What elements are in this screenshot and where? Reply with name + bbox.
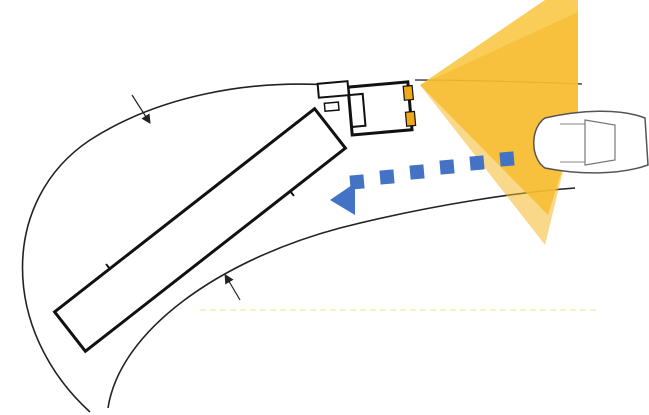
arrowhead-left-icon: [330, 183, 355, 215]
car-motion-arrow: [330, 151, 515, 215]
turn-path-outer: [21, 83, 331, 413]
dimension-arrow-top: [131, 94, 151, 125]
truck-trailer: [52, 106, 348, 354]
truck-cab: [316, 80, 417, 137]
dimension-arrow-bottom: [224, 273, 241, 301]
car: [533, 110, 649, 174]
